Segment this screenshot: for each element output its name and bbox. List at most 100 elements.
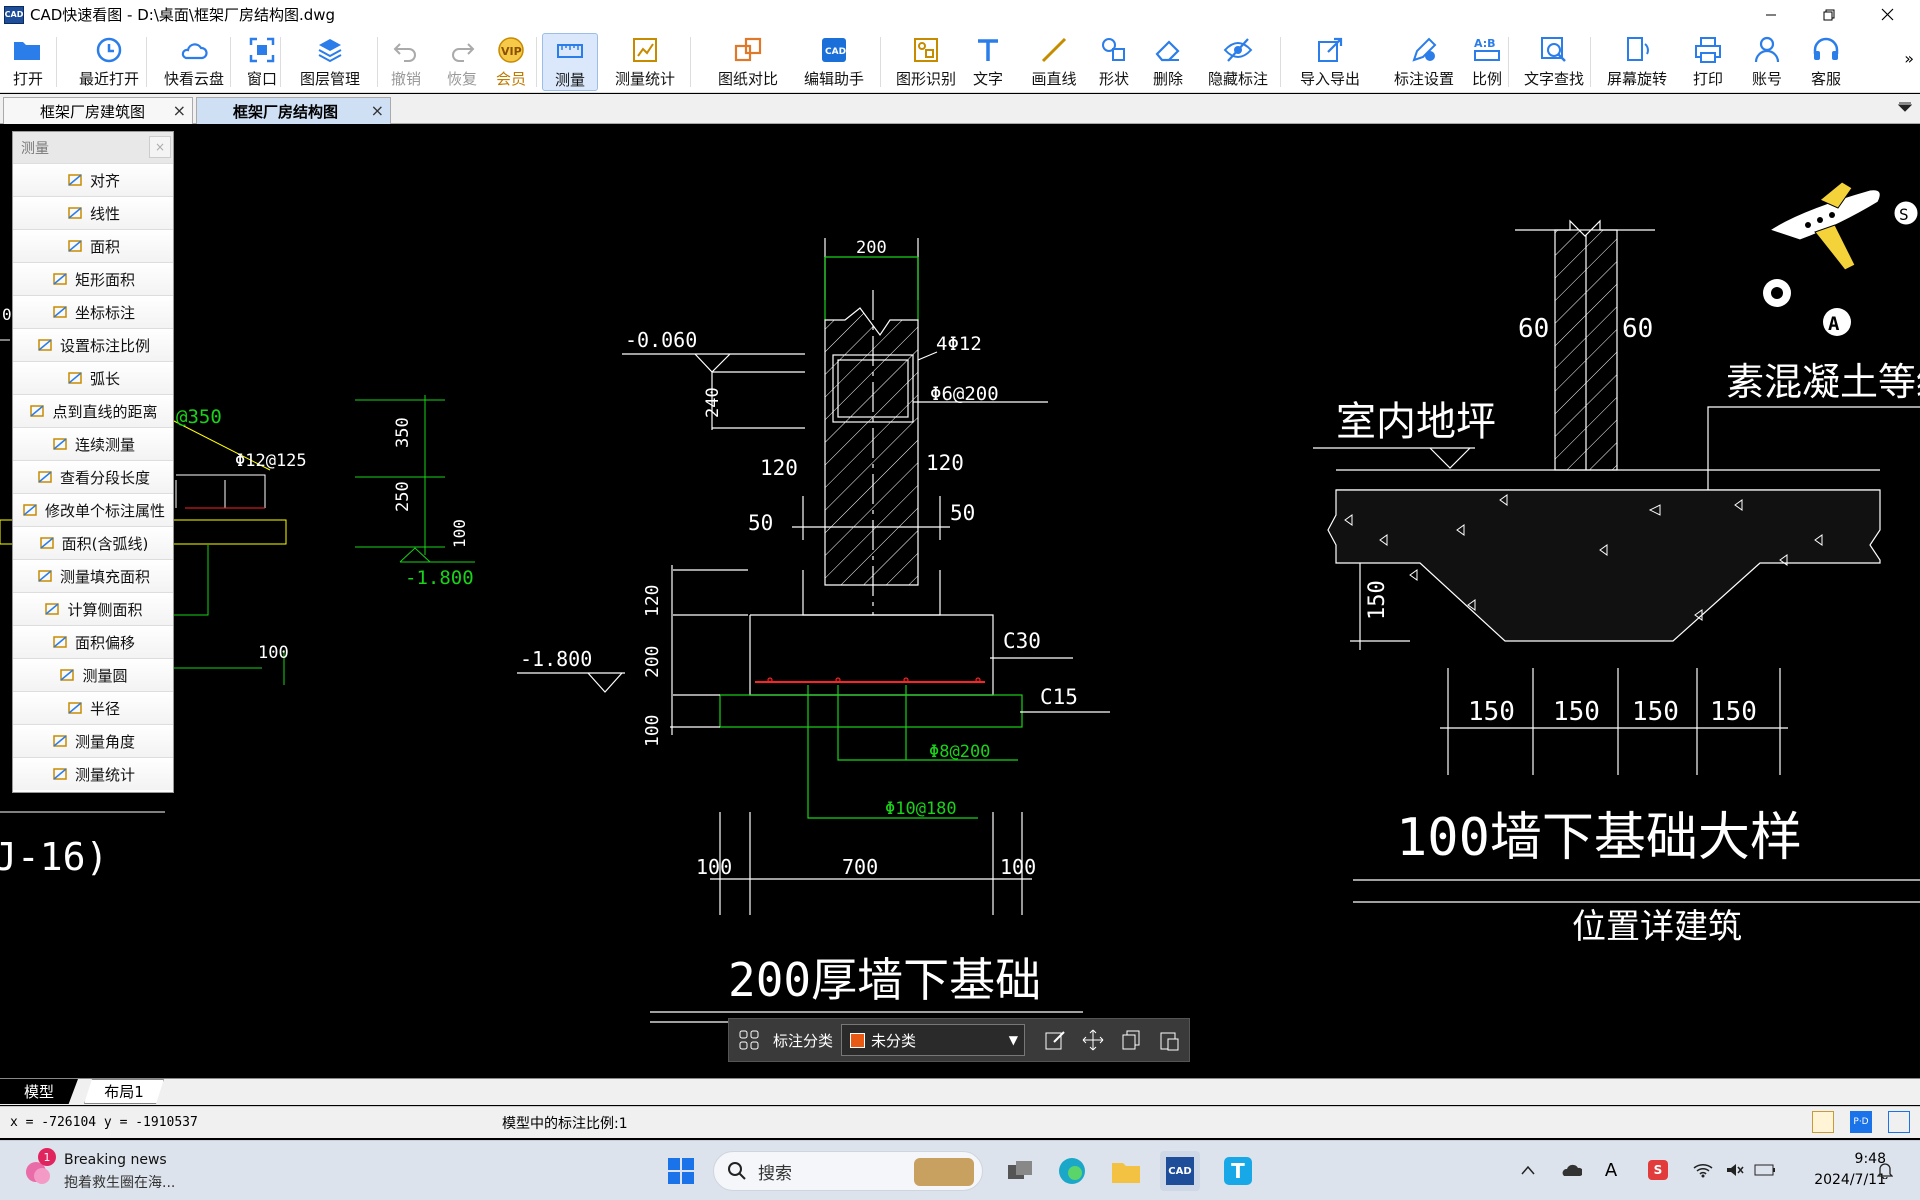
tab-model[interactable]: 模型: [0, 1079, 78, 1104]
clock-date[interactable]: 2024/7/11: [1814, 1172, 1886, 1188]
onedrive-icon[interactable]: [1558, 1157, 1584, 1183]
toolbar-overflow-icon[interactable]: »: [1904, 49, 1914, 68]
close-window-button[interactable]: [1858, 0, 1916, 29]
measure-item-angle[interactable]: 测量角度: [13, 724, 173, 757]
measure-item-measure-stats[interactable]: 测量统计: [13, 757, 173, 790]
fullscreen-icon[interactable]: [1888, 1111, 1910, 1133]
measure-item-side-area[interactable]: 计算侧面积: [13, 592, 173, 625]
measure-item-align-measure[interactable]: 对齐: [13, 163, 173, 196]
toolbar-undo-button[interactable]: 撤销: [380, 33, 432, 91]
cad-app-button[interactable]: CAD: [1160, 1151, 1200, 1191]
news-widget[interactable]: 1 Breaking news 抱着救生圈在海...: [22, 1148, 202, 1194]
notification-bell-icon[interactable]: [1872, 1157, 1898, 1183]
edit-icon: [1045, 1031, 1065, 1050]
restore-button[interactable]: [1800, 0, 1858, 29]
news-title: Breaking news: [64, 1152, 167, 1168]
toolbar-text_search-button[interactable]: 文字查找: [1514, 33, 1594, 91]
close-tab-icon[interactable]: ×: [370, 101, 384, 120]
wifi-icon[interactable]: [1690, 1157, 1716, 1183]
annotation-category-select[interactable]: 未分类 ▼: [841, 1024, 1026, 1056]
measure-item-segment[interactable]: 查看分段长度: [13, 460, 173, 493]
file-explorer-button[interactable]: [1106, 1151, 1146, 1191]
measure-item-linear-measure[interactable]: 线性: [13, 196, 173, 229]
toolbar-compare-label: 图纸对比: [717, 70, 778, 88]
move-annotation-button[interactable]: [1075, 1022, 1111, 1058]
pen-gear-icon: [1412, 37, 1437, 62]
clock-time[interactable]: 9:48: [1854, 1151, 1886, 1167]
tab-layout1[interactable]: 布局1: [84, 1079, 164, 1104]
measure-item-arc-length[interactable]: 弧长: [13, 361, 173, 394]
toolbar-redo-button[interactable]: 恢复: [436, 33, 488, 91]
toolbar-window-button[interactable]: 窗口: [234, 33, 290, 91]
toolbar-text-button[interactable]: 文字: [962, 33, 1014, 91]
volume-muted-icon[interactable]: [1722, 1157, 1748, 1183]
drawing-canvas[interactable]: 0 @350 Φ12@125 100 350 250 100 -1.800 J-…: [0, 125, 1920, 1078]
security-app-icon[interactable]: S: [1645, 1157, 1671, 1183]
input-method-icon[interactable]: A: [1604, 1159, 1618, 1181]
measure-item-arc-area[interactable]: 面积(含弧线): [13, 526, 173, 559]
measure-item-point-line[interactable]: 点到直线的距离: [13, 394, 173, 427]
measure-item-area-offset[interactable]: 面积偏移: [13, 625, 173, 658]
toolbar-rotate-button[interactable]: 屏幕旋转: [1596, 33, 1678, 91]
toolbar-anno_settings-button[interactable]: 标注设置: [1378, 33, 1470, 91]
toolbar-measure-button[interactable]: 测量: [542, 33, 598, 91]
start-button[interactable]: [661, 1151, 701, 1191]
tab-structure[interactable]: 框架厂房结构图 ×: [196, 97, 391, 124]
snap-toggle-icon[interactable]: [1812, 1111, 1834, 1133]
tray-expand-icon[interactable]: [1515, 1157, 1541, 1183]
battery-icon[interactable]: [1752, 1157, 1778, 1183]
text-app-button[interactable]: T: [1218, 1151, 1258, 1191]
taskbar-search[interactable]: 搜索: [713, 1151, 983, 1191]
task-view-button[interactable]: [1000, 1151, 1040, 1191]
toolbar-delete-button[interactable]: 删除: [1140, 33, 1196, 91]
arc-length-icon: [66, 370, 84, 386]
search-icon: [728, 1162, 746, 1180]
measure-panel-close-button[interactable]: ×: [149, 136, 171, 158]
toolbar-hide_anno-button[interactable]: 隐藏标注: [1198, 33, 1278, 91]
toolbar-cloud-button[interactable]: 快看云盘: [150, 33, 238, 91]
close-tab-icon[interactable]: ×: [172, 101, 186, 120]
toolbar-print-button[interactable]: 打印: [1682, 33, 1734, 91]
toolbar-window-label: 窗口: [246, 70, 277, 88]
toolbar-shape_recog-button[interactable]: 图形识别: [878, 33, 974, 91]
toolbar-service-button[interactable]: 客服: [1800, 33, 1852, 91]
grid-menu-button[interactable]: [731, 1022, 767, 1058]
toolbar-layers-button[interactable]: 图层管理: [282, 33, 378, 91]
dim-100-vert: 100: [642, 714, 663, 747]
measure-item-rect-area[interactable]: 矩形面积: [13, 262, 173, 295]
set-scale-icon: [36, 337, 54, 353]
left-dim-100: 100: [450, 519, 469, 548]
copy-annotation-button[interactable]: [1113, 1022, 1149, 1058]
measure-item-fill-area[interactable]: 测量填充面积: [13, 559, 173, 592]
minimize-button[interactable]: [1742, 0, 1800, 29]
toolbar-cloud-label: 快看云盘: [163, 70, 224, 88]
measure-item-area[interactable]: 面积: [13, 229, 173, 262]
toolbar-line-button[interactable]: 画直线: [1016, 33, 1092, 91]
toolbar-measure_stats-button[interactable]: 测量统计: [598, 33, 692, 91]
toolbar-recent-button[interactable]: 最近打开: [66, 33, 152, 91]
paste-annotation-button[interactable]: [1151, 1022, 1187, 1058]
toolbar-import_export-button[interactable]: 导入导出: [1282, 33, 1378, 91]
toolbar-account-button[interactable]: 账号: [1744, 33, 1790, 91]
edit-annotation-button[interactable]: [1037, 1022, 1073, 1058]
pdf-mode-icon[interactable]: P·D: [1850, 1111, 1872, 1133]
measure-item-circle-measure[interactable]: 测量圆: [13, 658, 173, 691]
tab-list-dropdown-icon[interactable]: [1897, 100, 1913, 118]
toolbar-shape-button[interactable]: 形状: [1092, 33, 1136, 91]
measure-item-set-scale[interactable]: 设置标注比例: [13, 328, 173, 361]
measure-item-label: 点到直线的距离: [52, 402, 158, 421]
tab-architecture[interactable]: 框架厂房建筑图 ×: [3, 97, 193, 124]
measure-item-radius[interactable]: 半径: [13, 691, 173, 724]
toolbar-compare-button[interactable]: 图纸对比: [694, 33, 802, 91]
measure-item-continuous[interactable]: 连续测量: [13, 427, 173, 460]
measure-item-modify-anno[interactable]: 修改单个标注属性: [13, 493, 173, 526]
toolbar-line-label: 画直线: [1031, 70, 1077, 88]
toolbar-open-button[interactable]: 打开: [0, 33, 56, 91]
toolbar-anno_settings-label: 标注设置: [1393, 70, 1454, 88]
edge-browser-button[interactable]: [1052, 1151, 1092, 1191]
measure-item-coordinate[interactable]: 坐标标注: [13, 295, 173, 328]
measure-panel-header[interactable]: 测量 ×: [13, 132, 173, 163]
